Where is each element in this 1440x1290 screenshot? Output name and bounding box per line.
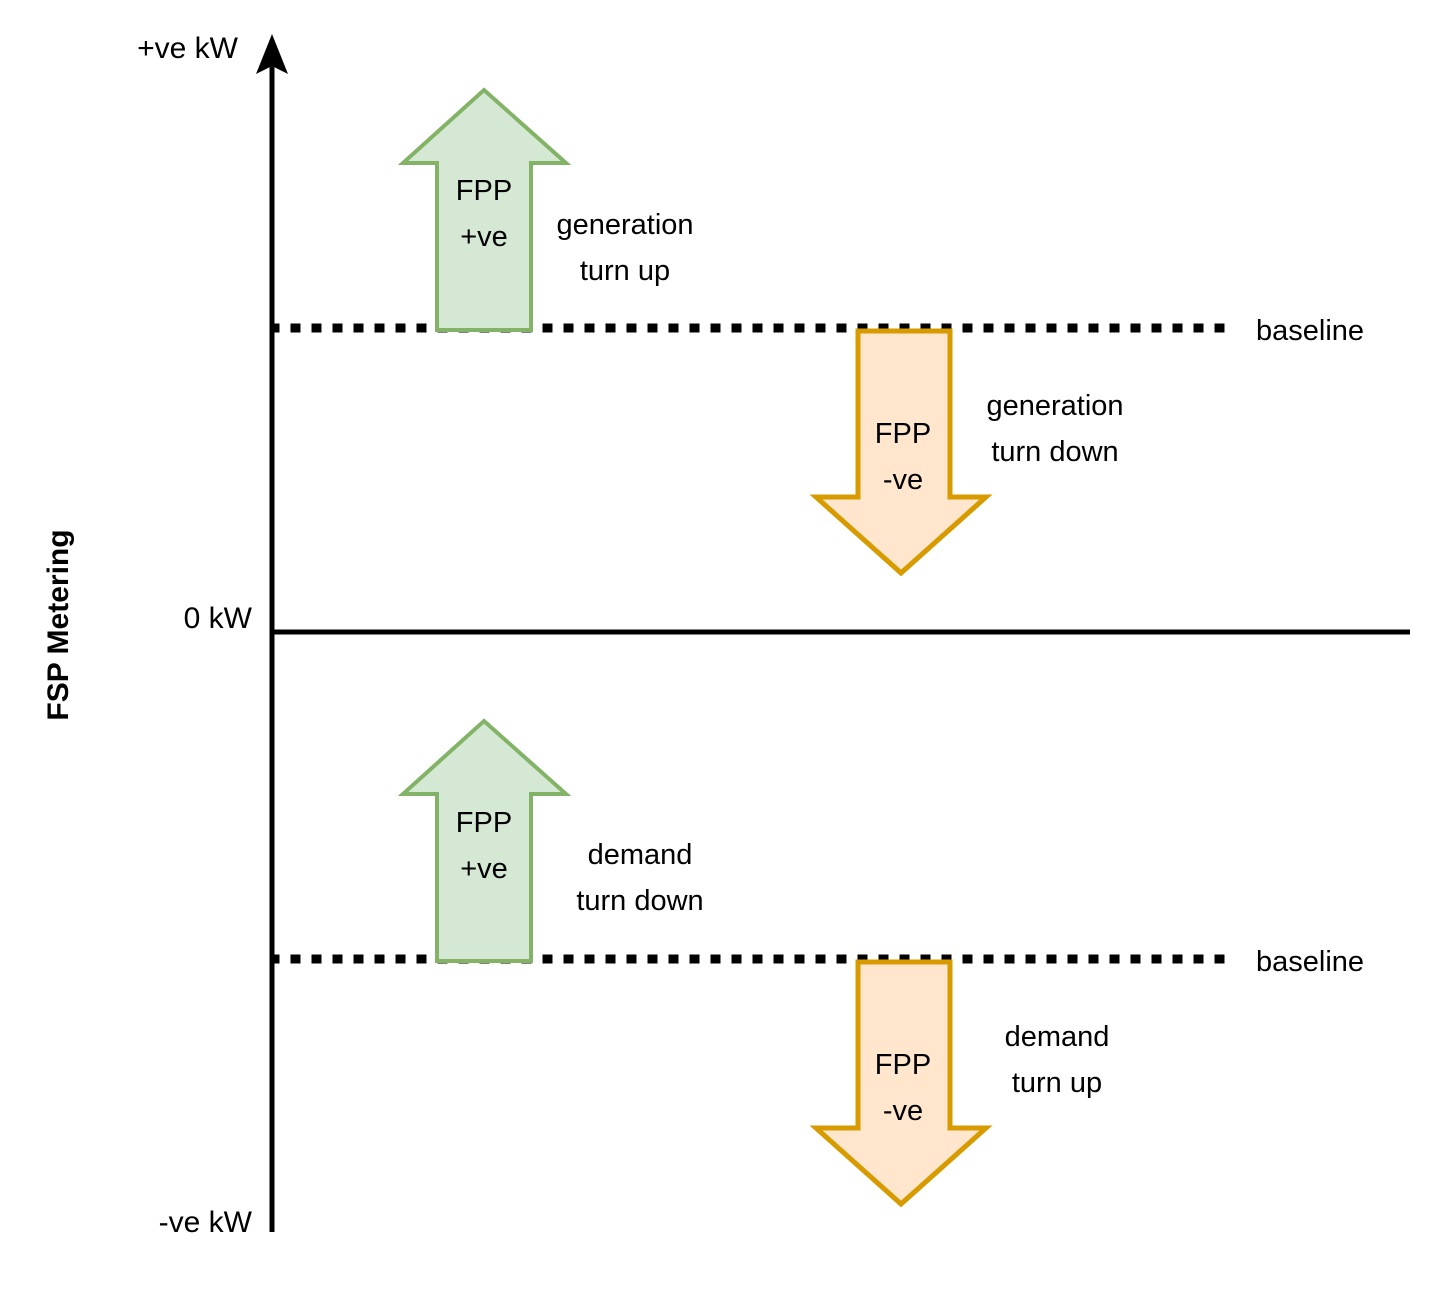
annotation-generation-turn-down: generation turn down bbox=[986, 390, 1123, 468]
down-arrow-icon bbox=[809, 328, 993, 577]
annotation-demand-turn-up: demand turn up bbox=[1005, 1021, 1110, 1099]
annotation-line-1: demand bbox=[1005, 1021, 1110, 1053]
axis-label-zero-kw: 0 kW bbox=[184, 602, 253, 635]
annotation-generation-turn-up: generation turn up bbox=[556, 209, 693, 287]
arrow-label-sign: +ve bbox=[460, 853, 508, 885]
baseline-upper-label: baseline bbox=[1256, 315, 1364, 347]
arrow-generation-turn-up: FPP +ve bbox=[397, 87, 572, 332]
annotation-line-2: turn down bbox=[991, 436, 1118, 468]
annotation-line-2: turn up bbox=[1012, 1067, 1102, 1099]
y-axis-arrowhead-icon bbox=[256, 34, 288, 74]
axis-label-positive-kw: +ve kW bbox=[137, 32, 239, 65]
arrow-label-fpp: FPP bbox=[875, 418, 931, 450]
annotation-line-1: generation bbox=[556, 209, 693, 241]
annotation-line-2: turn down bbox=[576, 885, 703, 917]
up-arrow-icon bbox=[397, 87, 572, 332]
annotation-line-2: turn up bbox=[580, 255, 670, 287]
down-arrow-icon bbox=[809, 959, 993, 1208]
arrow-label-fpp: FPP bbox=[456, 175, 512, 207]
annotation-line-1: demand bbox=[588, 839, 693, 871]
annotation-demand-turn-down: demand turn down bbox=[576, 839, 703, 917]
arrow-label-fpp: FPP bbox=[875, 1049, 931, 1081]
arrow-label-sign: -ve bbox=[883, 1095, 923, 1127]
axis-label-negative-kw: -ve kW bbox=[159, 1206, 253, 1239]
arrow-demand-turn-up: FPP -ve bbox=[809, 959, 993, 1208]
arrow-label-sign: -ve bbox=[883, 464, 923, 496]
arrow-label-fpp: FPP bbox=[456, 807, 512, 839]
arrow-demand-turn-down: FPP +ve bbox=[397, 718, 572, 963]
up-arrow-icon bbox=[397, 718, 572, 963]
baseline-lower-label: baseline bbox=[1256, 946, 1364, 978]
arrow-generation-turn-down: FPP -ve bbox=[809, 328, 993, 577]
y-axis-title: FSP Metering bbox=[42, 529, 75, 720]
annotation-line-1: generation bbox=[986, 390, 1123, 422]
arrow-label-sign: +ve bbox=[460, 221, 508, 253]
